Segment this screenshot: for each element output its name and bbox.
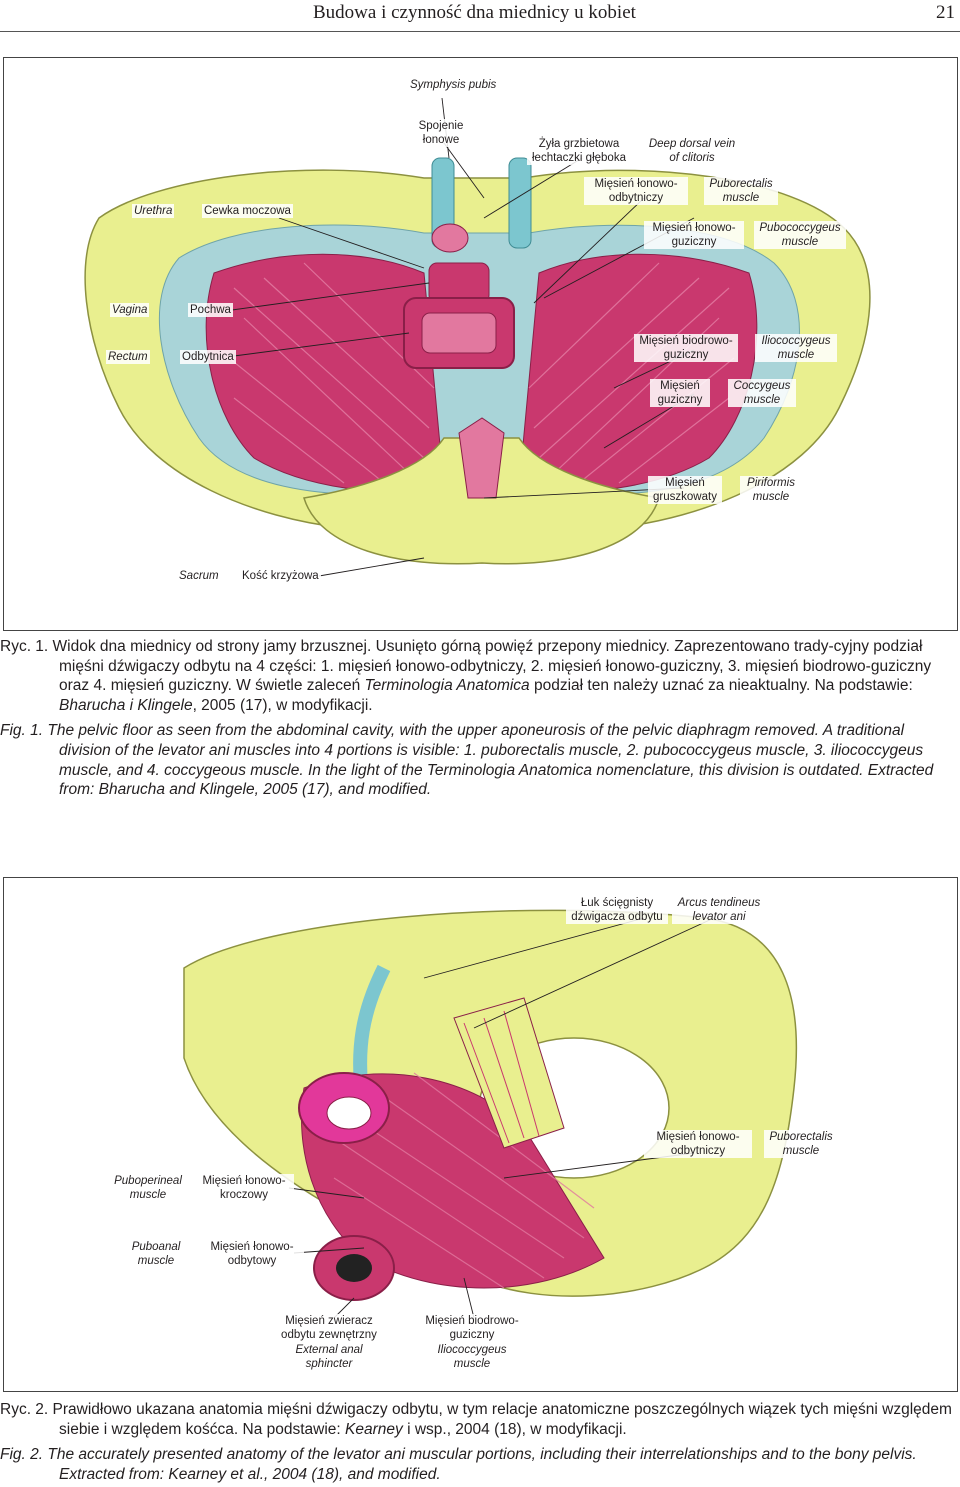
label-iliococcygeus-pl-2: Mięsień biodrowo-guziczny bbox=[418, 1314, 526, 1342]
header-rule bbox=[0, 31, 960, 32]
label-puboanal-pl: Mięsień łonowo-odbytowy bbox=[200, 1240, 304, 1268]
label-sacrum-en: Sacrum bbox=[177, 569, 221, 583]
label-sphincter-pl: Mięsień zwieracz odbytu zewnętrzny bbox=[272, 1314, 386, 1342]
levator-ani-illustration bbox=[183, 909, 798, 1319]
label-arcus-en: Arcus tendineus levator ani bbox=[672, 896, 766, 924]
label-sacrum-pl: Kość krzyżowa bbox=[240, 569, 321, 583]
label-puboanal-en: Puboanal muscle bbox=[122, 1240, 190, 1268]
figure-2: Łuk ścięgnisty dźwigacza odbytu Arcus te… bbox=[3, 877, 958, 1392]
figure-1-caption: Ryc. 1. Widok dna miednicy od strony jam… bbox=[0, 637, 958, 800]
label-iliococcygeus-en: Iliococcygeus muscle bbox=[755, 334, 837, 362]
urethra-shape bbox=[431, 223, 469, 253]
caption-1-polish: Ryc. 1. Widok dna miednicy od strony jam… bbox=[0, 638, 932, 714]
figure-1: Symphysis pubis Spojenie łonowe Żyła grz… bbox=[3, 57, 958, 631]
label-pubococcygeus-en: Pubococcygeus muscle bbox=[754, 221, 846, 249]
figure-2-caption: Ryc. 2. Prawidłowo ukazana anatomia mięś… bbox=[0, 1400, 958, 1484]
label-puborectalis-pl: Mięsień łonowo-odbytniczy bbox=[584, 177, 688, 205]
label-symphysis-en: Symphysis pubis bbox=[408, 78, 497, 92]
caption-2-english: Fig. 2. The accurately presented anatomy… bbox=[0, 1446, 917, 1483]
anal-lumen bbox=[336, 1254, 372, 1282]
page-number: 21 bbox=[936, 2, 955, 23]
label-rectum-en: Rectum bbox=[106, 350, 150, 364]
label-piriformis-pl: Mięsień gruszkowaty bbox=[648, 476, 722, 504]
label-rectum-pl: Odbytnica bbox=[180, 350, 236, 364]
pelvic-floor-illustration bbox=[84, 97, 871, 577]
iliococcygeus-fibres bbox=[463, 1010, 540, 1144]
label-urethra-pl: Cewka moczowa bbox=[202, 204, 293, 218]
label-puboperineal-pl: Mięsień łonowo-kroczowy bbox=[194, 1174, 294, 1202]
label-puborectalis-en-2: Puborectalis muscle bbox=[764, 1130, 838, 1158]
label-arcus-pl: Łuk ścięgnisty dźwigacza odbytu bbox=[566, 896, 668, 924]
label-sphincter-en: External anal sphincter bbox=[282, 1343, 376, 1371]
label-iliococcygeus-pl: Mięsień biodrowo-guziczny bbox=[634, 334, 738, 362]
label-symphysis-pl: Spojenie łonowe bbox=[412, 119, 470, 147]
label-coccygeus-en: Coccygeus muscle bbox=[728, 379, 796, 407]
label-puboperineal-en: Puboperineal muscle bbox=[108, 1174, 188, 1202]
running-title: Budowa i czynność dna miednicy u kobiet bbox=[313, 2, 636, 23]
rectum-lumen bbox=[421, 312, 497, 354]
coccyx bbox=[458, 417, 505, 499]
caption-1-english: Fig. 1. The pelvic floor as seen from th… bbox=[0, 722, 934, 799]
label-dorsal-vein-pl: Żyła grzbietowa łechtaczki głębokа bbox=[527, 137, 631, 165]
iliococcygeus-fan bbox=[453, 997, 565, 1149]
label-urethra-en: Urethra bbox=[132, 204, 175, 218]
symphysis-band-right bbox=[508, 157, 532, 249]
label-puborectalis-pl-2: Mięsień łonowo-odbytniczy bbox=[644, 1130, 752, 1158]
label-iliococcygeus-en-2: Iliococcygeus muscle bbox=[428, 1343, 516, 1371]
label-vagina-en: Vagina bbox=[110, 303, 150, 317]
label-dorsal-vein-en: Deep dorsal vein of clitoris bbox=[642, 137, 742, 165]
label-puborectalis-en: Puborectalis muscle bbox=[704, 177, 778, 205]
label-pubococcygeus-pl: Mięsień łonowo-guziczny bbox=[644, 221, 744, 249]
running-header: Budowa i czynność dna miednicy u kobiet … bbox=[0, 0, 960, 32]
label-piriformis-en: Piriformis muscle bbox=[740, 476, 802, 504]
muscle-fibres bbox=[228, 262, 735, 484]
label-coccygeus-pl: Mięsień guziczny bbox=[650, 379, 710, 407]
label-vagina-pl: Pochwa bbox=[188, 303, 233, 317]
caption-2-polish: Ryc. 2. Prawidłowo ukazana anatomia mięś… bbox=[0, 1401, 952, 1438]
vaginal-opening bbox=[326, 1096, 372, 1130]
